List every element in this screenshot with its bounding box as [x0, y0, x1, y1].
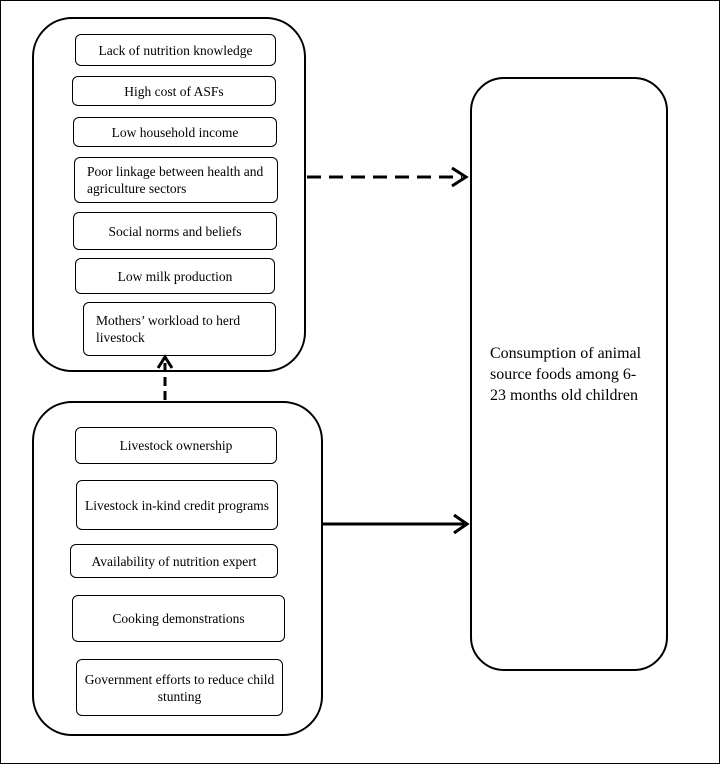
facilitator-box-stunting-efforts: Government efforts to reduce child stunt…	[76, 659, 283, 716]
facilitator-box-cooking-demos: Cooking demonstrations	[72, 595, 285, 642]
facilitators-group	[32, 401, 323, 736]
barrier-box-nutrition-knowledge: Lack of nutrition knowledge	[75, 34, 276, 66]
barrier-box-poor-linkage: Poor linkage between health and agricult…	[74, 157, 278, 203]
barrier-box-social-norms: Social norms and beliefs	[73, 212, 277, 250]
outcome-box: Consumption of animal source foods among…	[470, 77, 668, 671]
barrier-box-low-milk: Low milk production	[75, 258, 275, 294]
dashed-arrow-barriers-to-outcome	[307, 166, 469, 188]
facilitator-box-livestock-ownership: Livestock ownership	[75, 427, 277, 464]
barriers-group	[32, 17, 306, 372]
dashed-arrow-facilitators-to-barriers	[156, 354, 174, 400]
solid-arrow-facilitators-to-outcome	[323, 513, 470, 535]
barrier-box-mothers-workload: Mothers’ workload to herd livestock	[83, 302, 276, 356]
facilitator-box-nutrition-expert: Availability of nutrition expert	[70, 544, 278, 578]
barrier-box-high-cost: High cost of ASFs	[72, 76, 276, 106]
facilitator-box-credit-programs: Livestock in-kind credit programs	[76, 480, 278, 530]
barrier-box-low-income: Low household income	[73, 117, 277, 147]
